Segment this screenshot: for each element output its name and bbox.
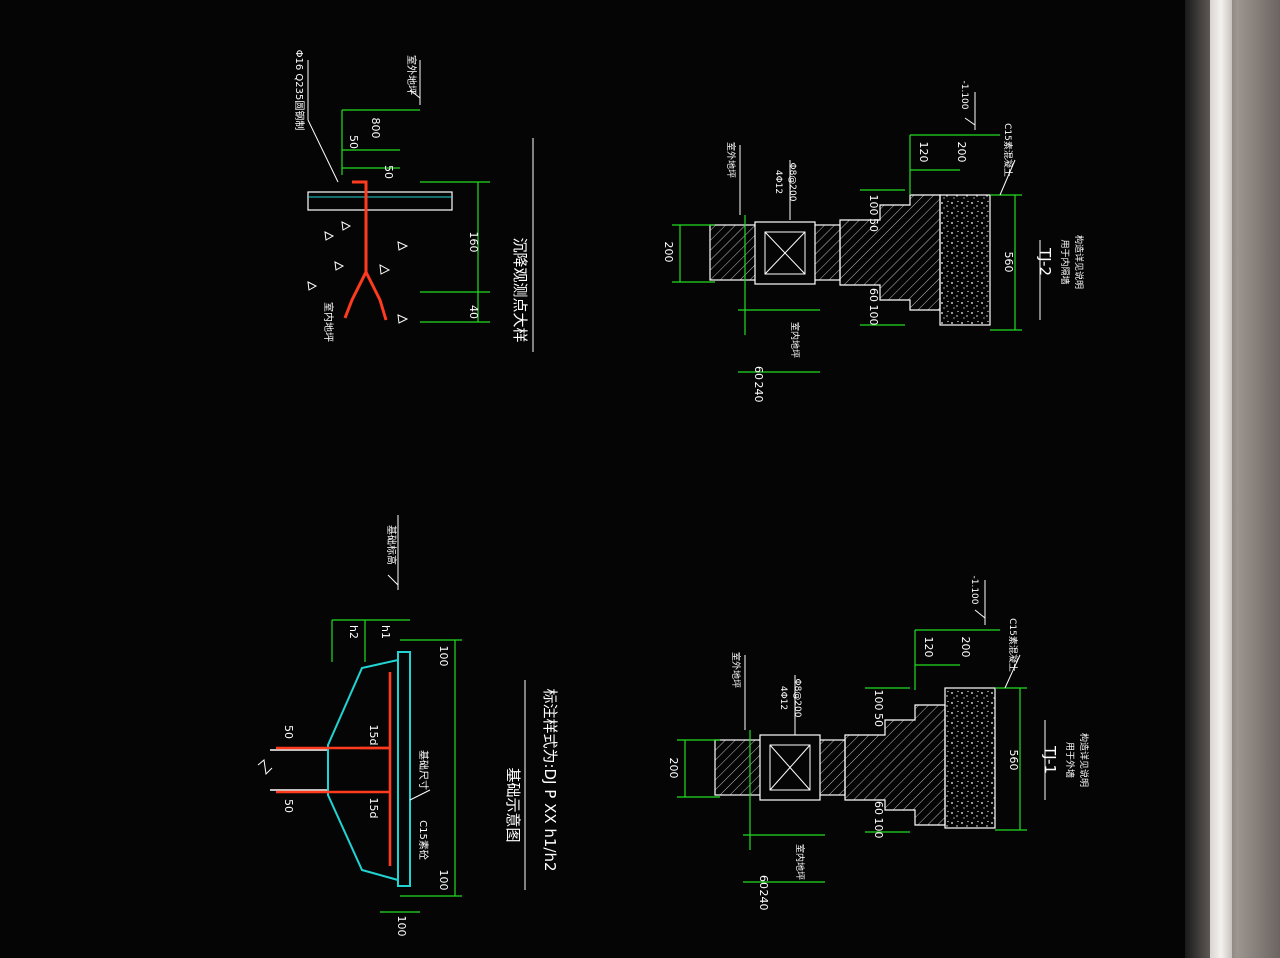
tj2-dim-60b: 60 (867, 288, 880, 302)
footing-dim-15d-b: 15d (367, 798, 380, 819)
footing-dim-50a: 50 (282, 725, 295, 739)
footing-size-note: 基础尺寸 (417, 750, 430, 790)
tj1-dim-200: 200 (667, 758, 680, 779)
settlement-detail: 800 50 50 160 40 Φ16 Q235圆钢制 室外地坪 室内地坪 沉… (293, 50, 534, 352)
tj2-dim-50: 50 (867, 218, 880, 232)
tj1-elevation: -1.100 (969, 575, 979, 604)
tj2-section: 200 240 60 560 120 200 100 50 60 100 4Φ1… (662, 80, 1085, 402)
tj2-stirrup (764, 231, 806, 275)
tj2-leaders (739, 92, 1041, 320)
tj2-dimension-lines (672, 134, 1022, 373)
tj2-dim-240: 240 (752, 382, 765, 403)
tj1-dim-560: 560 (1007, 750, 1020, 771)
footing-cushion-note: C15素砼 (417, 820, 430, 860)
settlement-dim-40: 40 (467, 305, 480, 319)
footing-dim-100c: 100 (395, 916, 408, 937)
column-break-mark (257, 759, 273, 776)
settlement-dimension-lines (341, 109, 490, 323)
tj1-note2: 构造详见说明 (1078, 733, 1090, 787)
footing-dim-15d-a: 15d (367, 725, 380, 746)
tj2-wall-note-top: 室外地坪 (725, 142, 737, 178)
footing-dimension-lines (331, 619, 462, 913)
tj2-title: TJ-2 (1036, 247, 1054, 276)
settlement-title: 沉降观测点大样 (511, 237, 529, 342)
footing-cushion (397, 651, 411, 887)
tj1-wall-note-bottom: 室内地坪 (794, 844, 806, 880)
monitor-bezel (1185, 0, 1280, 958)
tj1-ring-beam-note1: 4Φ12 (778, 686, 788, 710)
settlement-dim-50b: 50 (382, 165, 395, 179)
settlement-rebar-note: Φ16 Q235圆钢制 (293, 50, 306, 131)
footing-dim-100a: 100 (437, 646, 450, 667)
footing-dim-100b: 100 (437, 870, 450, 891)
tj1-stirrup (769, 744, 811, 791)
settlement-top-note: 室外地坪 (405, 55, 418, 95)
tj1-dim-120: 120 (922, 637, 935, 658)
tj2-cushion-note: C15素混凝土 (1002, 123, 1014, 177)
tj2-dim-120: 120 (917, 142, 930, 163)
tj1-dim-60: 60 (757, 875, 770, 889)
settlement-rebar (343, 180, 388, 321)
footing-dim-h2: h2 (347, 625, 360, 639)
settlement-leaders (307, 60, 534, 352)
tj1-dimension-lines (677, 629, 1027, 883)
tj2-elevation: -1.100 (959, 80, 969, 109)
tj2-ring-beam-note1: 4Φ12 (773, 170, 783, 194)
tj2-dim-200b: 200 (955, 142, 968, 163)
foundation-schematic-subtitle: 标注样式为:DJ P XX h1/h2 (541, 688, 559, 871)
tj2-dim-100: 100 (867, 195, 880, 216)
tj1-ring-beam-note2: Φ8@200 (792, 679, 802, 718)
tj1-title: TJ-1 (1041, 745, 1059, 774)
settlement-dim-160: 160 (467, 232, 480, 253)
foundation-schematic-title: 基础示意图 (504, 767, 522, 842)
settlement-dim-800: 800 (369, 118, 382, 139)
settlement-slab (307, 191, 453, 211)
tj2-dim-60: 60 (752, 366, 765, 380)
tj2-note2: 构造详见说明 (1073, 235, 1085, 289)
tj1-section: 200 240 60 560 120 200 100 50 60 100 4Φ1… (667, 575, 1090, 910)
tj1-wall-note-top: 室外地坪 (730, 652, 742, 688)
footing-leaders (387, 515, 526, 890)
tj2-wall-note-bottom: 室内地坪 (789, 322, 801, 358)
footing-rebar (276, 672, 392, 866)
tj1-leaders (744, 580, 1046, 800)
settlement-rubble (307, 221, 409, 324)
tj2-note1: 用于内隔墙 (1059, 239, 1071, 284)
tj1-cushion-note: C15素混凝土 (1007, 618, 1019, 672)
tj1-dim-240: 240 (757, 890, 770, 911)
tj2-brick-footing (839, 194, 941, 311)
settlement-bottom-note: 室内地坪 (322, 302, 335, 342)
tj2-dim-100b: 100 (867, 305, 880, 326)
tj1-dim-50: 50 (872, 713, 885, 727)
footing-dim-h1: h1 (379, 625, 392, 639)
tj1-note1: 用于外墙 (1064, 742, 1076, 778)
foundation-schematic: 50 50 15d 15d h2 h1 100 100 100 基础标高 基础尺… (257, 515, 559, 937)
footing-dim-50b: 50 (282, 799, 295, 813)
tj1-dim-100: 100 (872, 690, 885, 711)
tj1-dim-60b: 60 (872, 801, 885, 815)
tj1-concrete-cushion (944, 687, 996, 829)
settlement-dim-50a: 50 (347, 135, 360, 149)
footing-grade-note: 基础标高 (385, 525, 398, 565)
tj1-brick-footing (844, 704, 946, 826)
tj2-ring-beam-note2: Φ8@200 (787, 163, 797, 202)
tj2-dim-560: 560 (1002, 252, 1015, 273)
screen-edge (1210, 0, 1232, 958)
footing-outline (327, 658, 399, 882)
tj2-dim-200: 200 (662, 242, 675, 263)
tj2-concrete-cushion (939, 194, 991, 326)
tj1-dim-200b: 200 (959, 637, 972, 658)
tj1-dim-100b: 100 (872, 818, 885, 839)
